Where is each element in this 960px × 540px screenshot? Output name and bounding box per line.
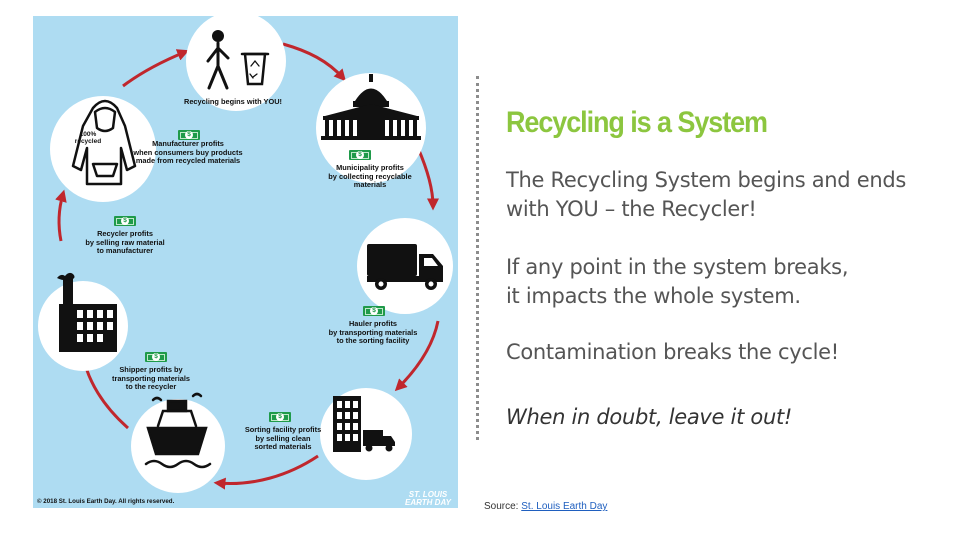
hoodie-icon — [71, 99, 137, 186]
money-icon-shipper — [145, 352, 167, 362]
slide-title: Recycling is a System — [506, 106, 768, 139]
step-label-recycler: Recycling begins with YOU! — [183, 97, 282, 106]
step-label-hauler: Hauler profits by transporting materials… — [328, 319, 418, 345]
cycle-arrows — [55, 42, 440, 490]
ship-icon — [144, 392, 212, 469]
hoodie-label: 100% recycled — [74, 131, 102, 145]
recycling-cycle-diagram: Recycling begins with YOU! Municipality … — [33, 16, 458, 508]
money-icon-manufacturer — [178, 130, 200, 140]
money-icon-municipality — [349, 150, 371, 160]
step-label-recycler-profit: Recycler profits by selling raw material… — [85, 229, 165, 255]
copyright-text: © 2018 St. Louis Earth Day. All rights r… — [37, 498, 175, 505]
body-paragraph-3: Contamination breaks the cycle! — [506, 340, 839, 364]
step-label-sorting: Sorting facility profits by selling clea… — [244, 425, 322, 451]
source-citation: Source: St. Louis Earth Day — [484, 501, 607, 512]
source-link[interactable]: St. Louis Earth Day — [521, 501, 608, 512]
factory-icon — [57, 272, 117, 352]
divider — [476, 76, 479, 440]
truck-icon — [367, 244, 443, 290]
step-label-shipper: Shipper profits by transporting material… — [111, 365, 191, 391]
cycle-graphic — [38, 16, 453, 493]
step-circle-recycler — [186, 16, 286, 111]
body-paragraph-2: If any point in the system breaks, it im… — [506, 255, 849, 308]
source-label: Source: — [484, 501, 522, 512]
person-recycling-bin-icon — [206, 30, 270, 90]
body-paragraph-4: When in doubt, leave it out! — [506, 405, 793, 429]
money-icon-hauler — [363, 306, 385, 316]
step-circle-manufacturer — [50, 96, 156, 202]
building-truck-icon — [333, 396, 395, 452]
body-paragraph-1: The Recycling System begins and ends wit… — [506, 168, 907, 221]
st-louis-earth-day-logo: ST. LOUIS EARTH DAY — [405, 490, 451, 507]
capitol-building-icon — [321, 74, 421, 140]
step-label-municipality: Municipality profits by collecting recyc… — [328, 163, 412, 189]
step-label-manufacturer: Manufacturer profits when consumers buy … — [133, 139, 243, 165]
money-icon-sorting — [269, 412, 291, 422]
money-icon-recycler — [114, 216, 136, 226]
